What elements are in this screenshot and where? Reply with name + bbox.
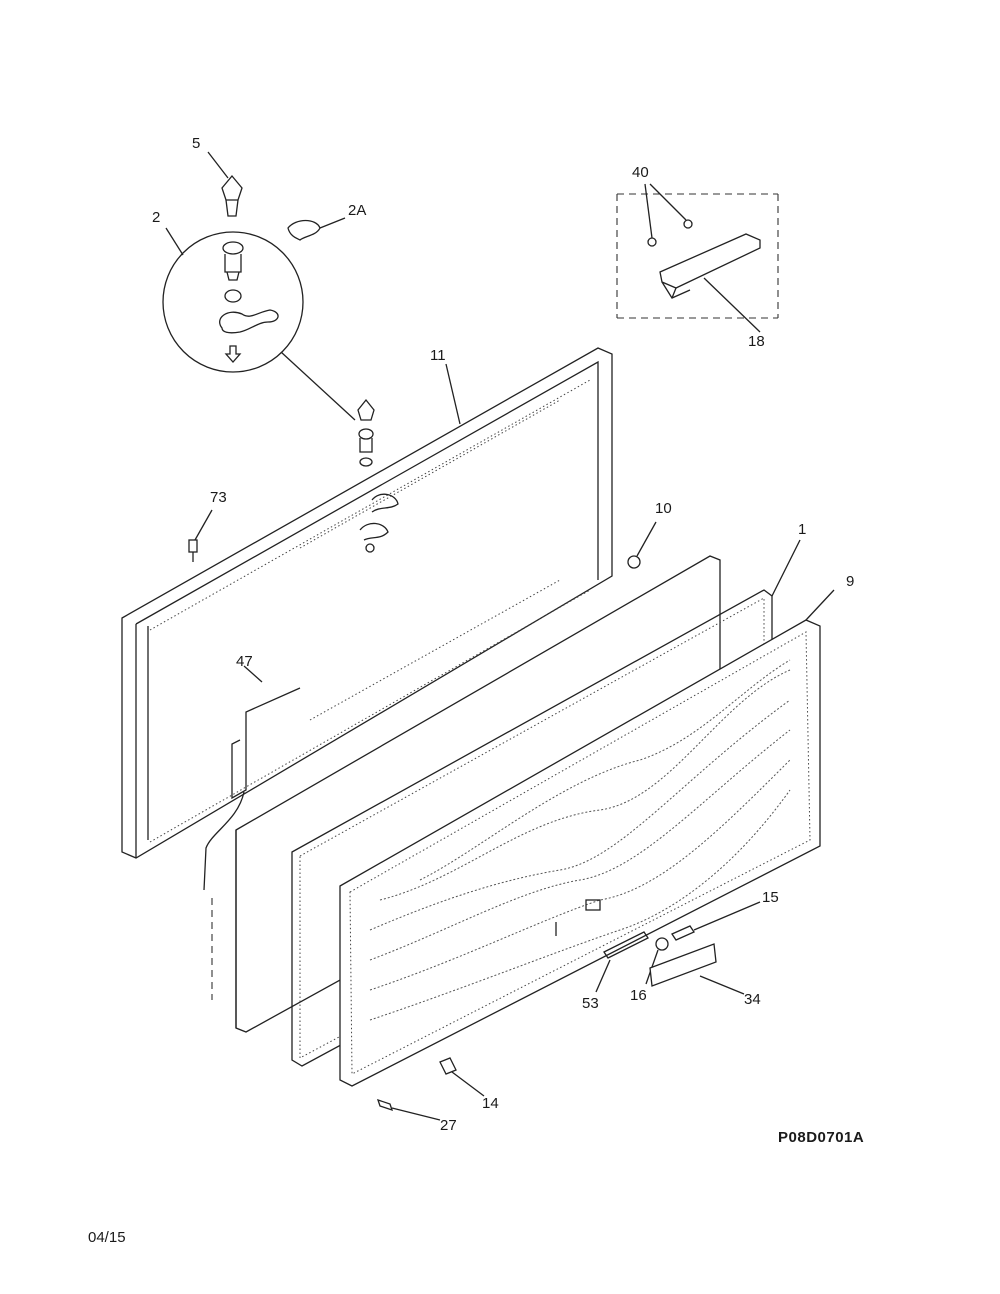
hinge-detail-circle [162,227,356,421]
callout-34: 34 [744,991,761,1008]
revision-date: 04/15 [88,1229,126,1246]
hinge-cap-part-5 [207,151,243,217]
screw-part-15 [671,901,761,941]
callout-14: 14 [482,1095,499,1112]
heater-wire-part-47 [203,665,301,1000]
callout-10: 10 [655,500,672,517]
screw-part-27 [376,1098,441,1121]
callout-47: 47 [236,653,253,670]
callout-18: 18 [748,333,765,350]
plug-part-10 [627,521,657,569]
callout-5: 5 [192,135,200,152]
callout-2a: 2A [348,202,366,219]
inner-door-liner-part-9 [339,589,835,1087]
clip-part-2a [287,217,346,241]
handle-cover-part-34 [649,943,745,995]
drawing-code: P08D0701A [778,1129,864,1146]
callout-9: 9 [846,573,854,590]
callout-27: 27 [440,1117,457,1134]
callout-2: 2 [152,209,160,226]
hinge-bracket [359,493,399,553]
handle-inset-box [616,183,779,333]
callout-73: 73 [210,489,227,506]
callout-11: 11 [430,347,446,364]
callout-15: 15 [762,889,779,906]
hinge-pin-assembly [357,398,375,467]
handle-bracket-part-53 [595,931,649,993]
outer-door-panel-part-11 [121,347,613,859]
callout-53: 53 [582,995,599,1012]
bumper-part-14 [439,1057,485,1097]
callout-16: 16 [630,987,647,1004]
callout-40: 40 [632,164,649,181]
screw-part-73 [188,509,213,562]
callout-1: 1 [798,521,806,538]
